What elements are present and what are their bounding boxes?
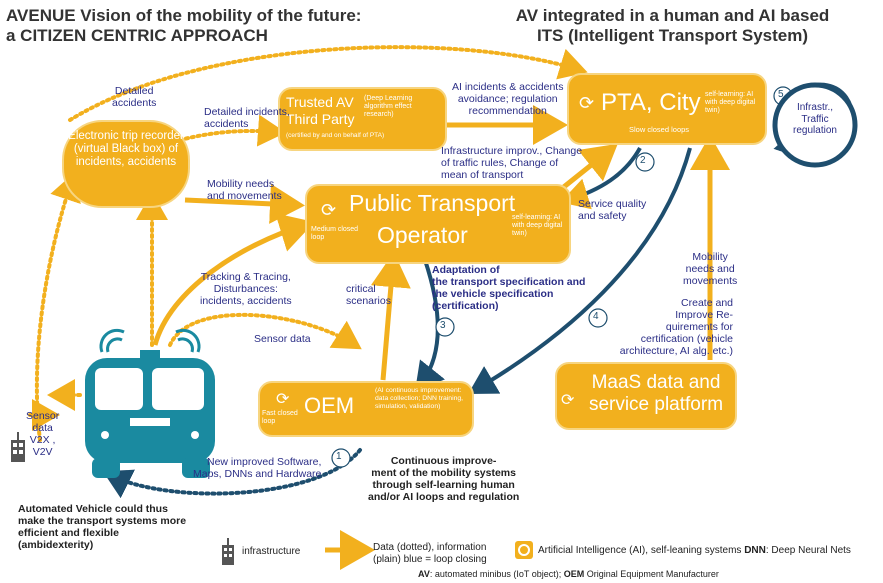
infra-loop-circle <box>772 82 858 168</box>
loop-number-4: 4 <box>593 311 599 322</box>
label-adaptation: Adaptation of the transport specificatio… <box>432 264 586 313</box>
legend-data-info-label: Data (dotted), information (plain) blue … <box>373 542 487 565</box>
trusted-av-title: Trusted AV <box>286 94 354 110</box>
loop-1-circle <box>331 448 351 468</box>
legend-infrastructure-icon <box>222 538 234 565</box>
loop-number-5: 5 <box>778 89 784 100</box>
loop-number-3: 3 <box>440 320 446 331</box>
legend-dnn-abbr: DNN <box>744 545 766 556</box>
label-mobility-needs: Mobility needs and movements <box>207 178 282 203</box>
label-detailed-accidents: Detailed accidents <box>112 85 157 110</box>
maas-title: MaaS data and service platform <box>588 372 724 415</box>
loop-2-circle <box>635 152 655 172</box>
trusted-av-cert-note: (certified by and on behalf of PTA) <box>286 132 385 139</box>
automated-minibus-icon <box>85 328 215 478</box>
label-mobility-needs-maas: Mobility needs and movements <box>683 251 738 288</box>
pto-title-line1: Public Transport <box>349 190 516 216</box>
continuous-improvement-note: Continuous improve- ment of the mobility… <box>368 455 520 504</box>
trip-recorder-node: Electronic trip recorder (virtual Black … <box>62 120 190 208</box>
oem-ai-icon: ⟳ <box>276 391 290 408</box>
label-create-improve: Create and Improve Re- quirements for ce… <box>619 297 733 358</box>
loop-3-circle <box>435 317 455 337</box>
label-infra-improv: Infrastructure improv., Change of traffi… <box>441 145 583 182</box>
loop-number-2: 2 <box>640 155 646 166</box>
pta-ai-icon: ⟳ <box>579 93 595 113</box>
legend-ai-label: Artificial Intelligence (AI), self-leani… <box>538 545 851 556</box>
arrow-pto-to-oem-loop3 <box>415 259 445 392</box>
label-detailed-incidents: Detailed incidents, accidents <box>204 106 290 131</box>
label-tracking-tracing: Tracking & Tracing, Disturbances: incide… <box>200 271 292 308</box>
arrow-recorder-to-pto <box>184 183 305 224</box>
maas-ai-icon: ⟳ <box>561 392 575 409</box>
right-title: AV integrated in a human and AI based IT… <box>515 6 830 45</box>
oem-title: OEM <box>304 393 355 418</box>
label-sensor-data: Sensor data <box>254 333 311 345</box>
oem-node: ⟳ OEM Fast closed loop (AI continuous im… <box>258 381 474 437</box>
arrow-pta-to-oem-loop4 <box>468 147 692 395</box>
oem-fast-loop-note: Fast closed loop <box>262 410 298 426</box>
pta-self-learning-note: self-learning: AI with deep digital twin… <box>705 91 756 115</box>
loop-number-1: 1 <box>336 451 342 462</box>
v2x-infrastructure-icon <box>11 432 25 462</box>
label-sensor-v2x: Sensor data V2X , V2V <box>26 410 60 459</box>
pto-title-line2: Operator <box>377 222 468 248</box>
label-new-improved: New improved Software, Maps, DNNs and Ha… <box>193 456 322 481</box>
arrow-recorder-to-trusted <box>178 114 286 147</box>
trusted-av-dl-note: (Deep Learning algorithm effect research… <box>364 95 413 119</box>
arrow-bus-to-pto <box>152 213 315 346</box>
infra-traffic-label: Infrastr., Traffic regulation <box>793 102 837 136</box>
pto-medium-loop-note: Medium closed loop <box>311 226 359 242</box>
pta-city-title: PTA, City <box>601 89 701 116</box>
arrow-oem-to-pto <box>370 252 411 381</box>
oem-ai-note: (AI continuous improvement: data collect… <box>375 387 464 410</box>
trusted-av-title2: Third Party <box>286 111 355 127</box>
automated-vehicle-note: Automated Vehicle could thus make the tr… <box>18 503 187 552</box>
arrow-recorder-to-pta-dotted <box>68 45 588 122</box>
arrow-pta-to-pto-loop2 <box>560 147 642 210</box>
pta-city-node: ⟳ PTA, City self-learning: AI with deep … <box>567 73 767 145</box>
left-title: AVENUE Vision of the mobility of the fut… <box>6 6 362 45</box>
legend-dnn-text: : Deep Neural Nets <box>765 545 851 556</box>
label-service-quality: Service quality and safety <box>578 198 647 223</box>
arrow-v2x-to-recorder <box>34 172 81 442</box>
legend-ai-icon <box>515 541 533 559</box>
public-transport-operator-node: ⟳ Public Transport Operator Medium close… <box>305 184 571 264</box>
legend-infrastructure-label: infrastructure <box>242 546 301 557</box>
maas-node: ⟳ MaaS data and service platform <box>555 362 737 430</box>
pta-slow-loops-note: Slow closed loops <box>629 125 690 134</box>
pto-ai-icon: ⟳ <box>321 200 337 220</box>
legend-footnote: AV: automated minibus (IoT object); OEM … <box>418 569 719 579</box>
label-ai-incidents: AI incidents & accidents avoidance; regu… <box>452 81 564 118</box>
trusted-av-node: Trusted AV Third Party (Deep Learning al… <box>278 87 447 151</box>
label-critical-scenarios: critical scenarios <box>346 283 391 308</box>
pto-self-learning-note: self-learning: AI with deep digital twin… <box>512 214 563 238</box>
trip-recorder-label: Electronic trip recorder (virtual Black … <box>68 130 184 169</box>
loop-4-circle <box>588 308 608 328</box>
